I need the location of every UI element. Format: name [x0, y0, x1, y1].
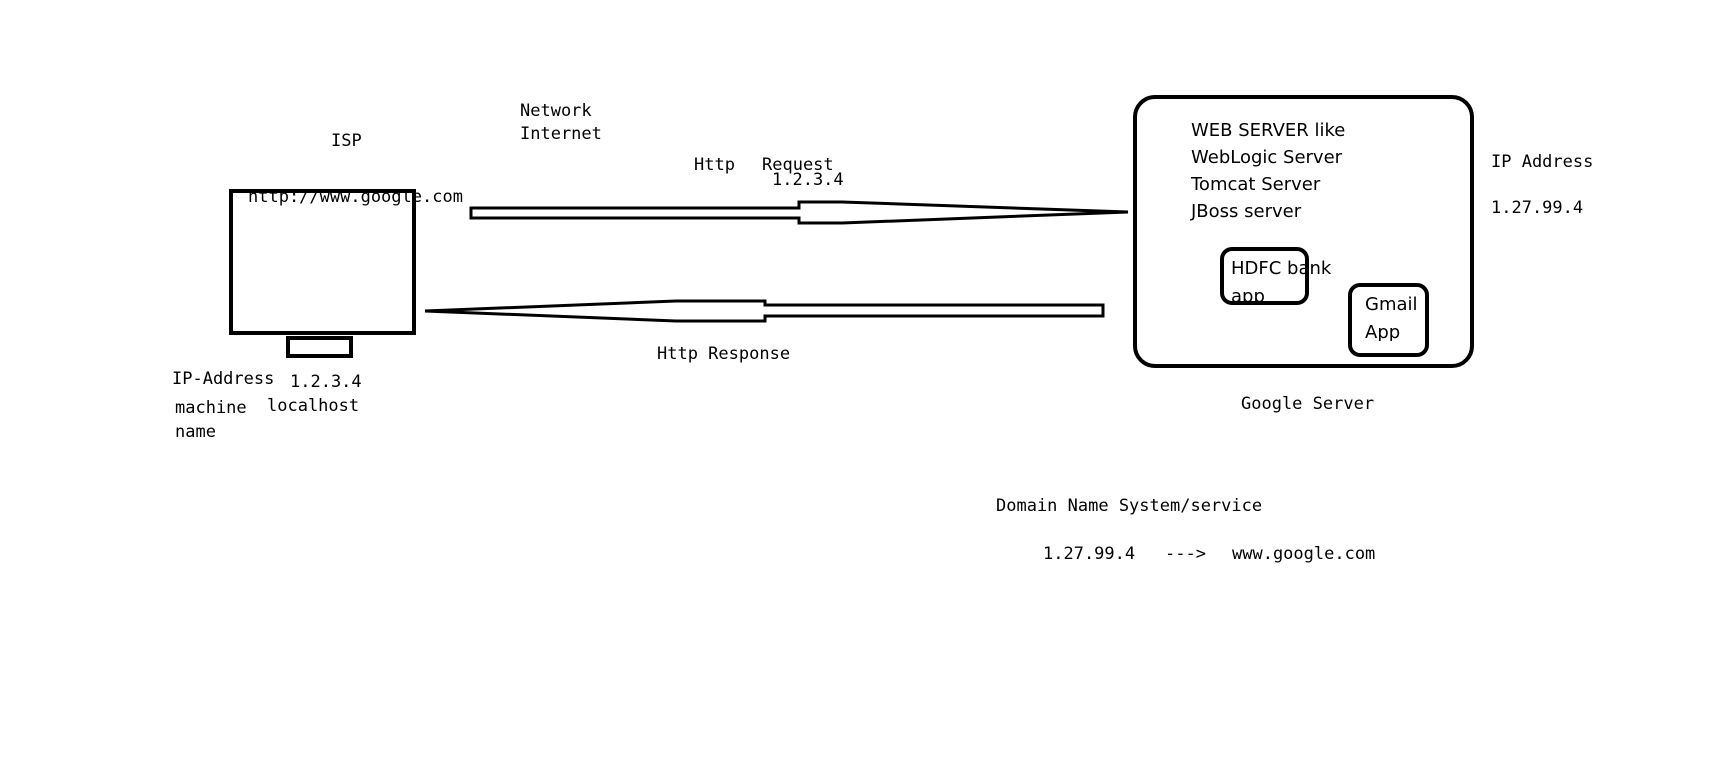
http-response-label: Http Response	[657, 344, 791, 364]
server-ip-label: IP Address	[1491, 152, 1594, 172]
machine-name-value: localhost	[267, 396, 360, 416]
google-server-label: Google Server	[1241, 394, 1375, 414]
machine-name-label-line2: name	[175, 422, 216, 442]
network-label: Network	[520, 101, 592, 121]
hdfc-app-box	[1220, 247, 1309, 305]
isp-label: ISP	[331, 131, 362, 151]
hdfc-app-line1: HDFC bank	[1231, 258, 1332, 279]
http-request-request-label: Request	[762, 155, 834, 175]
machine-name-label-line1: machine	[175, 398, 247, 418]
client-monitor	[229, 189, 416, 335]
http-request-ip: 1.2.3.4	[772, 170, 844, 190]
http-response-arrow	[424, 299, 1105, 323]
google-server-box	[1133, 95, 1474, 368]
dns-ip: 1.27.99.4	[1043, 544, 1136, 564]
gmail-app-line2: App	[1365, 324, 1401, 341]
dns-domain: www.google.com	[1232, 544, 1376, 564]
server-ip-value: 1.27.99.4	[1491, 198, 1584, 218]
http-request-arrow	[469, 200, 1129, 225]
internet-label: Internet	[520, 124, 602, 144]
client-ip-label: IP-Address	[172, 369, 275, 389]
web-server-line1: WEB SERVER like	[1191, 120, 1346, 141]
web-server-line3: Tomcat Server	[1191, 174, 1321, 195]
client-monitor-stand	[286, 336, 353, 358]
client-ip-value: 1.2.3.4	[290, 372, 362, 392]
web-server-line4: JBoss server	[1191, 201, 1302, 222]
gmail-app-box	[1348, 283, 1429, 357]
dns-title: Domain Name System/service	[996, 496, 1263, 516]
client-url: http://www.google.com	[248, 187, 463, 207]
http-request-http-label: Http	[694, 155, 735, 175]
gmail-app-line1: Gmail	[1365, 294, 1418, 315]
dns-arrow: --->	[1165, 544, 1206, 564]
web-server-line2: WebLogic Server	[1191, 147, 1343, 168]
hdfc-app-line2: app	[1231, 288, 1265, 302]
